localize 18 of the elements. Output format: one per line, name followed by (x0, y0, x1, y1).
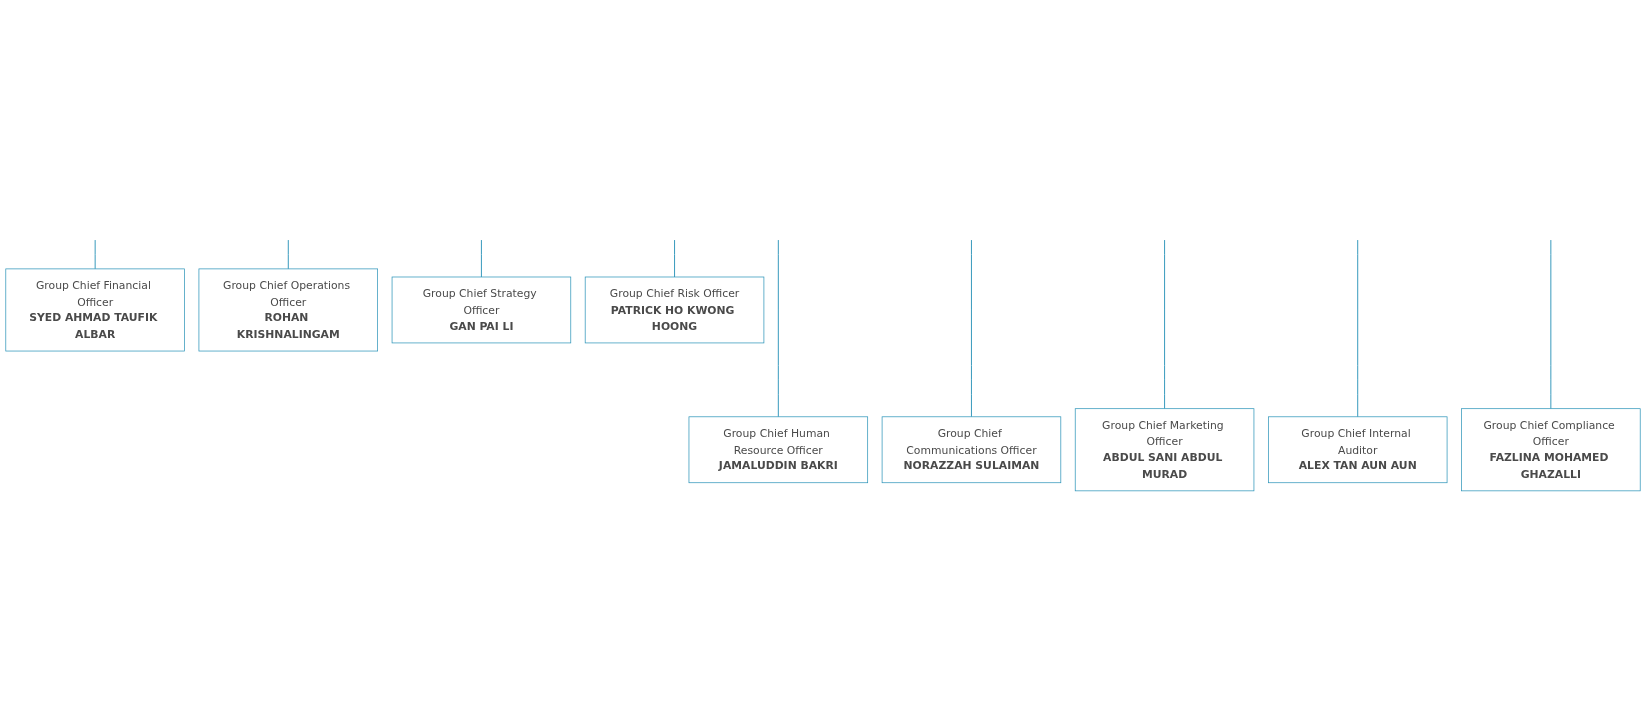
node-box: Group Chief Strategy Officer GAN PAI LI (391, 276, 572, 344)
node-box: Group Chief Internal Auditor ALEX TAN AUN AUN (1268, 416, 1448, 484)
connector (94, 239, 96, 270)
node-box: Group Chief Risk Officer PATRICK HO KWONG HOONG (584, 276, 765, 344)
node-box: Group Chief Marketing Officer ABDUL SANI ABDUL MURAD (1074, 408, 1255, 492)
connector (480, 239, 482, 278)
connector (1550, 239, 1552, 410)
connector (287, 239, 289, 270)
connector (971, 239, 972, 418)
node-box: Group Chief Financial Officer SYED AHMAD TAUFIK ALBAR (5, 268, 185, 352)
connector (674, 239, 675, 278)
connector (1357, 239, 1359, 418)
node-box: Group Chief Human Resource Officer JAMALUDDIN BAKRI (688, 416, 869, 484)
node-box: Group Chief Compliance Officer FAZLINA MOHAMED GHAZALLI (1461, 408, 1641, 492)
node-box: Group Chief Operations Officer ROHAN KRISHNALINGAM (198, 268, 378, 352)
connector (1164, 239, 1166, 410)
connector (777, 239, 779, 418)
node-box: Group Chief Communications Officer NORAZZAH SULAIMAN (881, 416, 1062, 484)
